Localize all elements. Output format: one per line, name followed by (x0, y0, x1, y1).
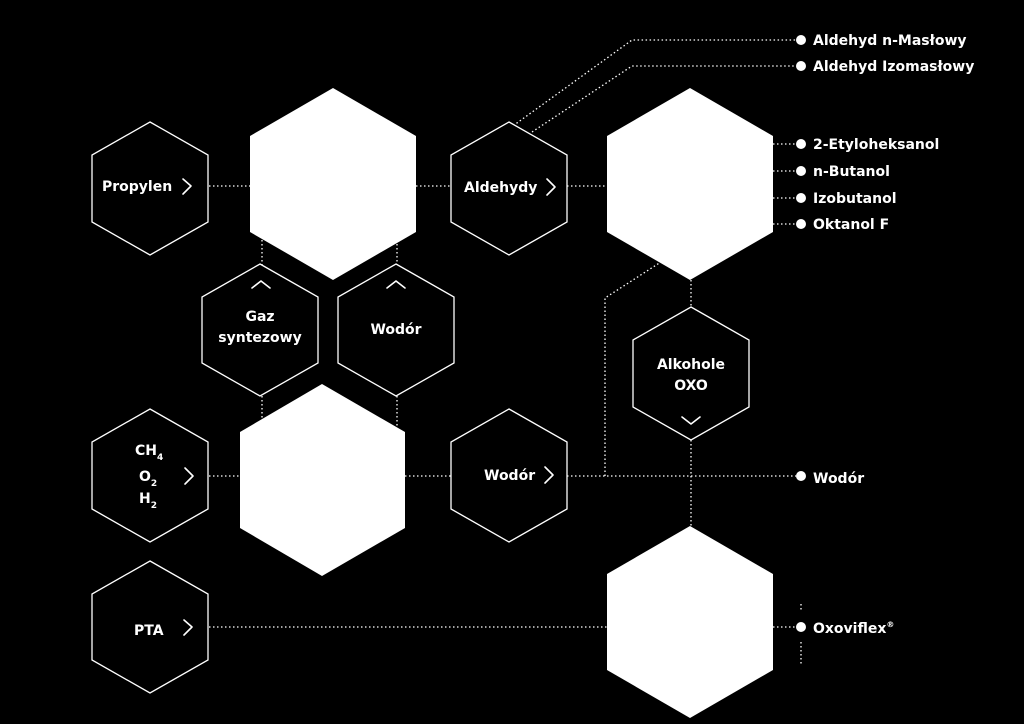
propylen-label: Propylen (102, 179, 172, 195)
hex-ch4-o2-h2[interactable]: CH4 O2 H2 (91, 408, 209, 543)
chevron-right-icon (544, 466, 554, 484)
output-label: Oxoviflex® (813, 620, 894, 637)
dot-icon (796, 193, 806, 203)
output-label: Aldehyd Izomasłowy (813, 59, 974, 75)
chevron-up-icon (386, 280, 406, 289)
hex-alkohole-oxo[interactable]: Alkohole OXO (632, 306, 750, 441)
output-wodor[interactable]: Wodór (796, 471, 864, 487)
output-oktanol[interactable]: Oktanol F (796, 217, 889, 233)
syngas-production-hexagon (240, 384, 405, 576)
hydrogenation-hexagon (607, 88, 773, 280)
dot-icon (796, 219, 806, 229)
dot-icon (796, 139, 806, 149)
gaz-line1: Gaz (245, 309, 274, 325)
ch4-label: CH4 (135, 443, 163, 463)
connector-wodor-feed (604, 259, 665, 476)
outputs: Aldehyd n-Masłowy Aldehyd Izomasłowy 2-E… (796, 33, 974, 637)
chevron-right-icon (184, 467, 194, 485)
pta-label: PTA (134, 623, 164, 639)
oxo-synthesis-hexagon (250, 88, 416, 280)
output-label: Wodór (813, 471, 864, 487)
chevron-down-icon (681, 416, 701, 425)
chevron-right-icon (182, 178, 192, 195)
hex-pta[interactable]: PTA (91, 560, 209, 694)
aldehydy-label: Aldehydy (464, 180, 537, 196)
output-izobutanol[interactable]: Izobutanol (796, 191, 897, 207)
esterification-hexagon (607, 526, 773, 718)
output-label: n-Butanol (813, 164, 890, 180)
chevron-right-icon (183, 619, 193, 636)
connector-aldehyd-izo (531, 65, 796, 133)
gaz-line2: syntezowy (218, 330, 301, 346)
output-aldehyd-n[interactable]: Aldehyd n-Masłowy (796, 33, 967, 49)
output-oxoviflex[interactable]: Oxoviflex® (796, 620, 894, 637)
dot-icon (796, 35, 806, 45)
dot-icon (796, 471, 806, 481)
hex-propylen[interactable]: Propylen (91, 121, 209, 256)
hex-wodor-top[interactable]: Wodór (337, 263, 455, 397)
output-label: Oktanol F (813, 217, 889, 233)
alkohole-line1: Alkohole (657, 357, 725, 373)
hex-aldehydy[interactable]: Aldehydy (450, 121, 568, 256)
connectors (209, 39, 802, 664)
o2-label: O2 (139, 469, 157, 489)
hex-gaz-syntezowy[interactable]: Gaz syntezowy (201, 263, 319, 397)
hex-wodor-mid[interactable]: Wodór (450, 408, 568, 543)
chevron-right-icon (546, 178, 556, 196)
chevron-up-icon (251, 280, 271, 289)
output-label: Izobutanol (813, 191, 897, 207)
dot-icon (796, 166, 806, 176)
alkohole-line2: OXO (674, 378, 708, 394)
output-etyloheksanol[interactable]: 2-Etyloheksanol (796, 137, 939, 153)
output-aldehyd-izo[interactable]: Aldehyd Izomasłowy (796, 59, 974, 75)
output-label: 2-Etyloheksanol (813, 137, 939, 153)
output-n-butanol[interactable]: n-Butanol (796, 164, 890, 180)
dot-icon (796, 61, 806, 71)
wodor-mid-label: Wodór (484, 468, 535, 484)
wodor-top-label: Wodór (370, 322, 421, 338)
h2-label: H2 (139, 491, 157, 511)
dot-icon (796, 622, 806, 632)
output-label: Aldehyd n-Masłowy (813, 33, 967, 49)
